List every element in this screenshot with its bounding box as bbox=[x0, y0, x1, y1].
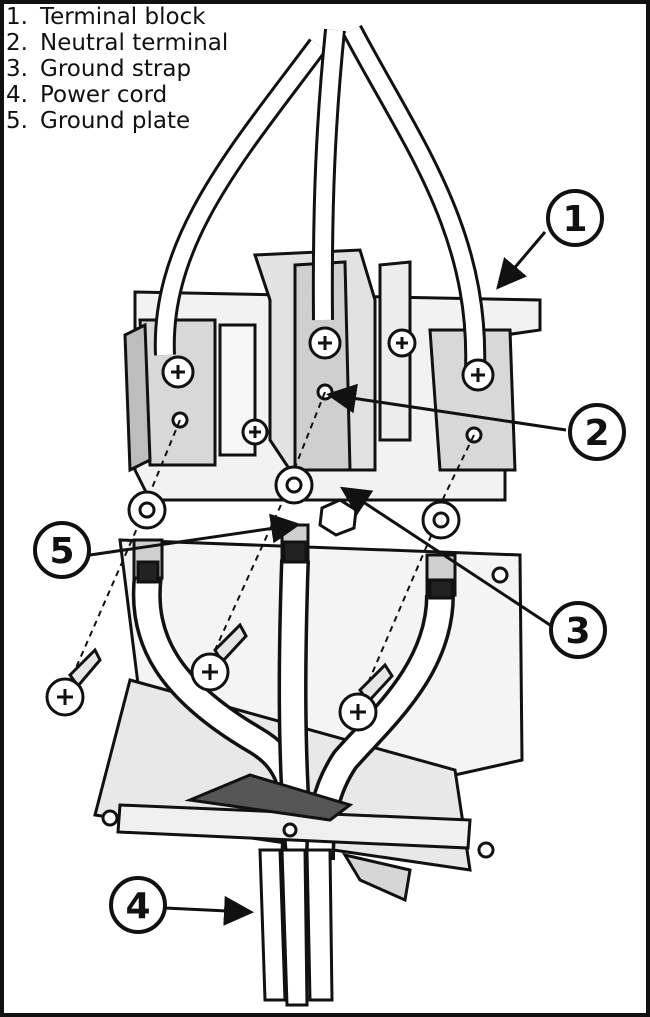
leader-2 bbox=[326, 383, 567, 432]
legend-item-neutral-terminal: 2.Neutral terminal bbox=[6, 30, 229, 56]
callout-label-3: 3 bbox=[565, 611, 590, 652]
callout-circle-2 bbox=[568, 403, 626, 461]
callout-label-5: 5 bbox=[49, 531, 74, 572]
strain-relief-clamp bbox=[116, 773, 472, 850]
power-cord bbox=[258, 848, 412, 1007]
callouts bbox=[33, 189, 626, 934]
screw-icon bbox=[45, 647, 102, 717]
screw-icon bbox=[241, 418, 269, 446]
guide-lines bbox=[74, 391, 475, 691]
callout-circle-5 bbox=[33, 521, 91, 579]
screw-icon bbox=[461, 358, 495, 392]
screw-icon bbox=[190, 622, 248, 692]
legend: 1.Terminal block 2.Neutral terminal 3.Gr… bbox=[6, 4, 228, 134]
leader-3 bbox=[339, 486, 551, 627]
callout-labels: 1 2 3 4 5 bbox=[49, 199, 609, 927]
upper-wires bbox=[153, 24, 487, 371]
leader-5 bbox=[89, 513, 301, 557]
screw-icon bbox=[387, 328, 417, 358]
screw-icon bbox=[161, 355, 195, 389]
leader-4 bbox=[164, 895, 254, 926]
screw-icon bbox=[308, 326, 342, 360]
callout-circle-1 bbox=[546, 189, 604, 247]
legend-item-ground-strap: 3.Ground strap bbox=[6, 56, 192, 82]
callout-label-4: 4 bbox=[125, 886, 150, 927]
loose-screws bbox=[45, 622, 394, 732]
callout-circle-3 bbox=[549, 601, 607, 659]
leader-1 bbox=[496, 231, 547, 290]
terminal-block bbox=[123, 248, 542, 502]
legend-item-ground-plate: 5.Ground plate bbox=[6, 108, 191, 134]
legend-item-terminal-block: 1.Terminal block bbox=[6, 4, 206, 30]
screw-icon bbox=[338, 662, 394, 732]
callout-label-1: 1 bbox=[562, 199, 587, 240]
callout-label-2: 2 bbox=[584, 413, 609, 454]
legend-item-power-cord: 4.Power cord bbox=[6, 82, 168, 108]
callout-leaders bbox=[89, 231, 567, 926]
callout-circle-4 bbox=[109, 876, 167, 934]
